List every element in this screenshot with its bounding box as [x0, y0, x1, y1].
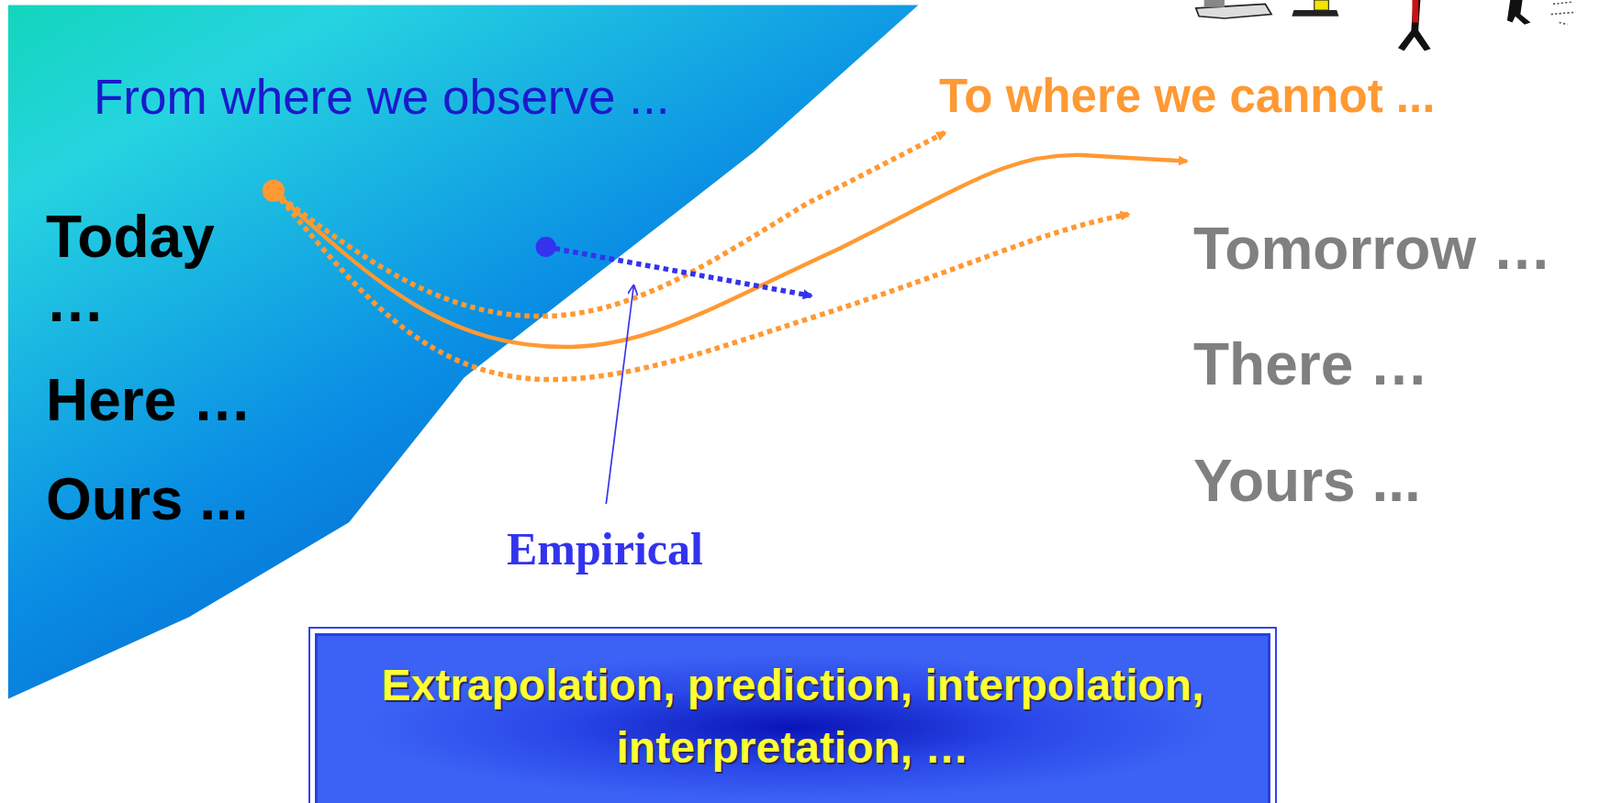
- projection-dotted: [280, 199, 1130, 381]
- observed-region: [8, 5, 919, 700]
- place-label: There …: [1193, 331, 1429, 400]
- region-heading: To where we cannot ...: [939, 69, 1435, 124]
- projection-dotted: [280, 133, 946, 317]
- empirical-dot: [536, 236, 557, 258]
- place-label: Ours ...: [45, 466, 249, 535]
- place-label: Yours ...: [1193, 447, 1421, 516]
- clip-art: [1196, 0, 1577, 52]
- callout-label: Empirical: [506, 523, 704, 577]
- box-text: Extrapolation, prediction, interpolation…: [372, 654, 1213, 780]
- leader-line: [605, 285, 634, 504]
- empirical-arrow: [546, 246, 812, 296]
- place-label: Here …: [45, 367, 252, 436]
- projection-line: [273, 155, 1187, 347]
- place-label: Tomorrow …: [1193, 215, 1552, 284]
- summary-box: Extrapolation, prediction, interpolation…: [314, 633, 1271, 803]
- region-heading: From where we observe ...: [93, 69, 670, 126]
- start-dot: [262, 179, 285, 202]
- place-label: Today …: [45, 204, 258, 334]
